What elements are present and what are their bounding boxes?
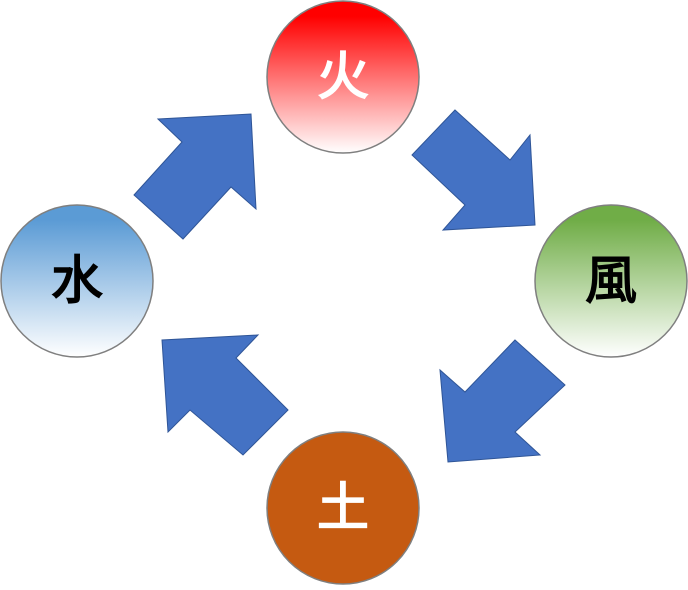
arrow-earth-to-water (161, 334, 289, 456)
node-fire-label: 火 (317, 47, 369, 108)
arrow-water-to-fire (133, 113, 257, 240)
node-fire: 火 (266, 0, 420, 154)
arrow-wind-to-earth (439, 339, 566, 463)
node-wind: 風 (534, 204, 688, 358)
node-earth-label: 土 (317, 478, 369, 539)
node-water: 水 (0, 204, 154, 358)
node-wind-label: 風 (585, 251, 637, 312)
node-water-label: 水 (51, 251, 104, 312)
arrow-fire-to-wind (411, 109, 536, 231)
node-earth: 土 (266, 431, 420, 585)
